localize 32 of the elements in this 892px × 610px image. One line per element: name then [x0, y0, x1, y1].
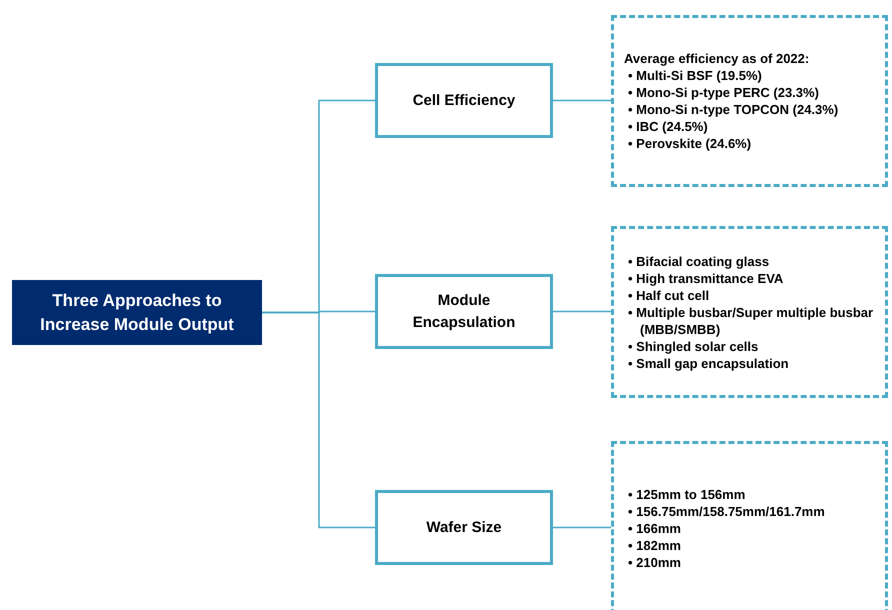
category-box [375, 274, 553, 349]
category-box [375, 490, 553, 565]
bullet-item: • 210mm [628, 554, 682, 570]
detail-box [611, 15, 888, 187]
bullet-item: • Half cut cell [628, 286, 710, 304]
bullet-item: • 156.75mm/158.75mm/161.7mm [628, 502, 826, 520]
category-label: Module Encapsulation [412, 290, 516, 332]
category-label: Cell Efficiency [412, 90, 516, 110]
bullet-item: • Shingled solar cells [628, 338, 760, 354]
bullet-item: • Multi-Si BSF (19.5%) [628, 67, 763, 84]
category-label: Wafer Size [426, 518, 502, 538]
bullet-item: • 182mm [628, 536, 682, 554]
bullet-item: • Multiple busbar/Super multiple busbar (MBB/SMBB) [628, 304, 874, 338]
bullet-item: • IBC (24.5%) [628, 118, 709, 135]
connector-line [262, 312, 375, 528]
bullet-item: • High transmittance EVA [628, 270, 784, 286]
connector-line [553, 526, 611, 528]
category-box [375, 63, 553, 138]
bullet-item: • Mono-Si n-type TOPCON (24.3%) [628, 101, 840, 118]
title-box [12, 280, 262, 345]
bullet-item: • 125mm to 156mm [628, 486, 746, 502]
detail-box [611, 441, 888, 610]
bullet-item: • Mono-Si p-type PERC (23.3%) [628, 84, 820, 101]
bullet-item: • Perovskite (24.6%) [628, 135, 752, 152]
list-heading: Average efficiency as of 2022: [624, 50, 810, 67]
detail-box [611, 226, 888, 398]
bullet-item: • Bifacial coating glass [628, 252, 770, 270]
bullet-item: • Small gap encapsulation [628, 354, 790, 372]
connector-line [553, 100, 611, 102]
connector-line [553, 310, 611, 312]
bullet-item: • 166mm [628, 520, 682, 536]
title-text: Three Approaches to Increase Module Output [39, 290, 235, 336]
